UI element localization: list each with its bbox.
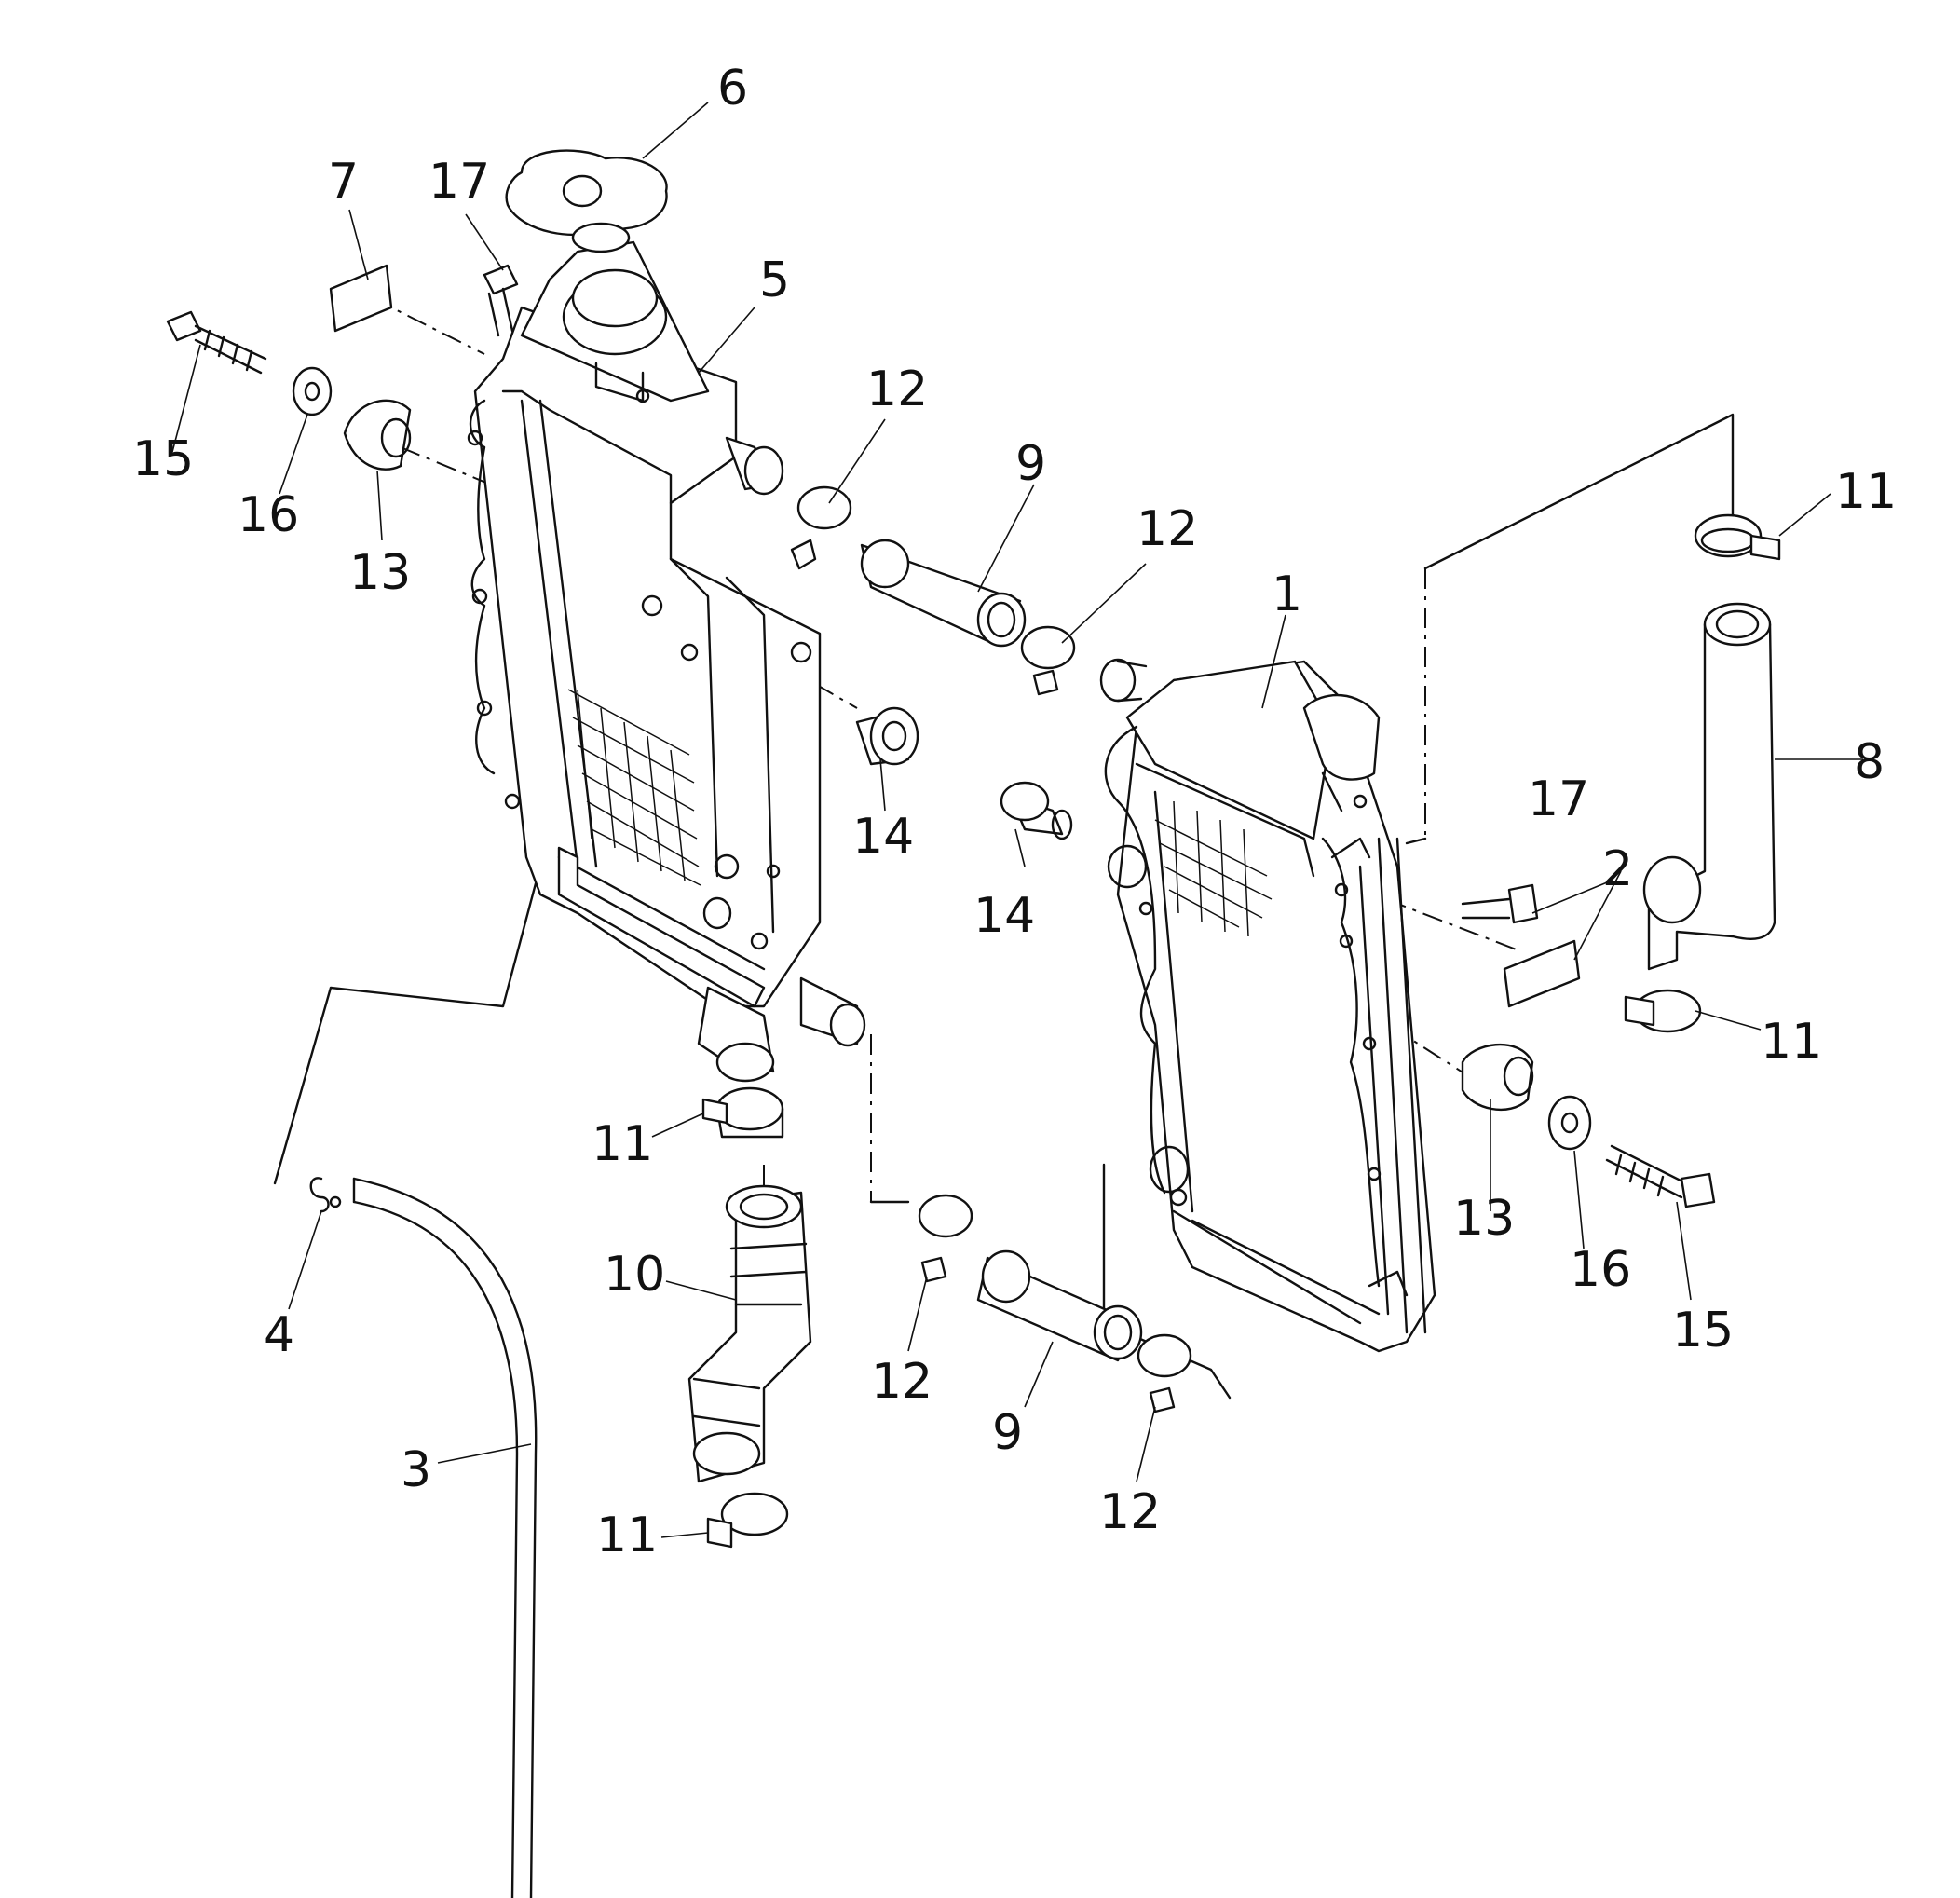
hose-clamp-11-mid bbox=[701, 1086, 784, 1139]
grommet-13-left bbox=[343, 399, 412, 471]
callout-16-right: 16 bbox=[1570, 1242, 1631, 1298]
upper-hose bbox=[1642, 602, 1776, 971]
callout-11-mid: 11 bbox=[592, 1116, 653, 1172]
hose-clamp-12-d bbox=[1137, 1333, 1192, 1413]
callout-12-d: 12 bbox=[1099, 1484, 1161, 1540]
filler-neck bbox=[562, 268, 668, 403]
callout-4: 4 bbox=[264, 1307, 294, 1363]
overflow-tube bbox=[352, 1177, 538, 1898]
bolt-17-right bbox=[1461, 883, 1539, 924]
callout-8: 8 bbox=[1854, 734, 1885, 790]
callout-9-upper: 9 bbox=[1015, 436, 1046, 492]
lower-hose bbox=[687, 1184, 812, 1483]
washer-16-right bbox=[1547, 1095, 1592, 1151]
callout-11-right: 11 bbox=[1761, 1014, 1822, 1070]
left-radiator-core-fins bbox=[567, 689, 701, 886]
callout-12-b: 12 bbox=[1137, 501, 1198, 557]
callout-6: 6 bbox=[717, 61, 748, 116]
radiator-cap bbox=[505, 149, 668, 253]
callout-1: 1 bbox=[1272, 567, 1302, 622]
callout-11-top-right: 11 bbox=[1835, 464, 1897, 520]
bolt-17-left bbox=[483, 264, 519, 337]
assembly-centerlines bbox=[273, 297, 1735, 1400]
callout-15-left: 15 bbox=[132, 431, 194, 487]
callout-3: 3 bbox=[401, 1442, 431, 1498]
callout-14-left: 14 bbox=[852, 809, 914, 865]
callout-12-a: 12 bbox=[866, 362, 928, 417]
callout-9-lower: 9 bbox=[992, 1405, 1023, 1461]
callout-17-left: 17 bbox=[429, 154, 490, 210]
callout-14-right: 14 bbox=[973, 888, 1035, 944]
callout-10: 10 bbox=[604, 1247, 665, 1303]
right-radiator bbox=[1099, 658, 1436, 1353]
collar-14-left bbox=[855, 706, 919, 766]
connecting-hose-upper bbox=[860, 539, 1027, 648]
hose-clamp-11-top-right bbox=[1694, 513, 1781, 561]
hose-clamp-12-b bbox=[1020, 625, 1076, 696]
washer-16-left bbox=[292, 366, 333, 416]
bolt-15-left bbox=[166, 310, 267, 375]
callout-5: 5 bbox=[759, 253, 790, 308]
hose-clamp-12-c bbox=[918, 1194, 973, 1283]
callout-15-right: 15 bbox=[1672, 1303, 1734, 1359]
connecting-hose-lower bbox=[976, 1249, 1143, 1362]
hose-clamp-11-bottom bbox=[706, 1492, 789, 1549]
hose-clamp-11-right bbox=[1624, 989, 1702, 1033]
pad-2 bbox=[1503, 939, 1581, 1008]
callout-11-bottom: 11 bbox=[596, 1508, 658, 1563]
left-radiator bbox=[467, 240, 866, 1083]
callout-2: 2 bbox=[1602, 841, 1633, 897]
callout-16-left: 16 bbox=[238, 487, 299, 543]
callout-12-c: 12 bbox=[871, 1354, 932, 1410]
pad-7 bbox=[329, 264, 393, 333]
callout-7: 7 bbox=[328, 154, 359, 210]
leader-lines bbox=[171, 102, 1863, 1538]
clip-4 bbox=[309, 1177, 342, 1213]
callout-labels: 6 7 17 5 12 9 12 1 11 8 17 2 11 13 16 15… bbox=[132, 61, 1897, 1563]
collar-14-right bbox=[1000, 781, 1073, 840]
callout-13-right: 13 bbox=[1453, 1191, 1515, 1247]
grommet-13-right bbox=[1461, 1043, 1534, 1112]
bolt-15-right bbox=[1605, 1144, 1716, 1208]
callout-13-left: 13 bbox=[349, 545, 411, 601]
right-radiator-core-fins bbox=[1154, 800, 1273, 937]
callout-17-right: 17 bbox=[1528, 771, 1589, 827]
hose-clamp-12-a bbox=[790, 485, 852, 570]
